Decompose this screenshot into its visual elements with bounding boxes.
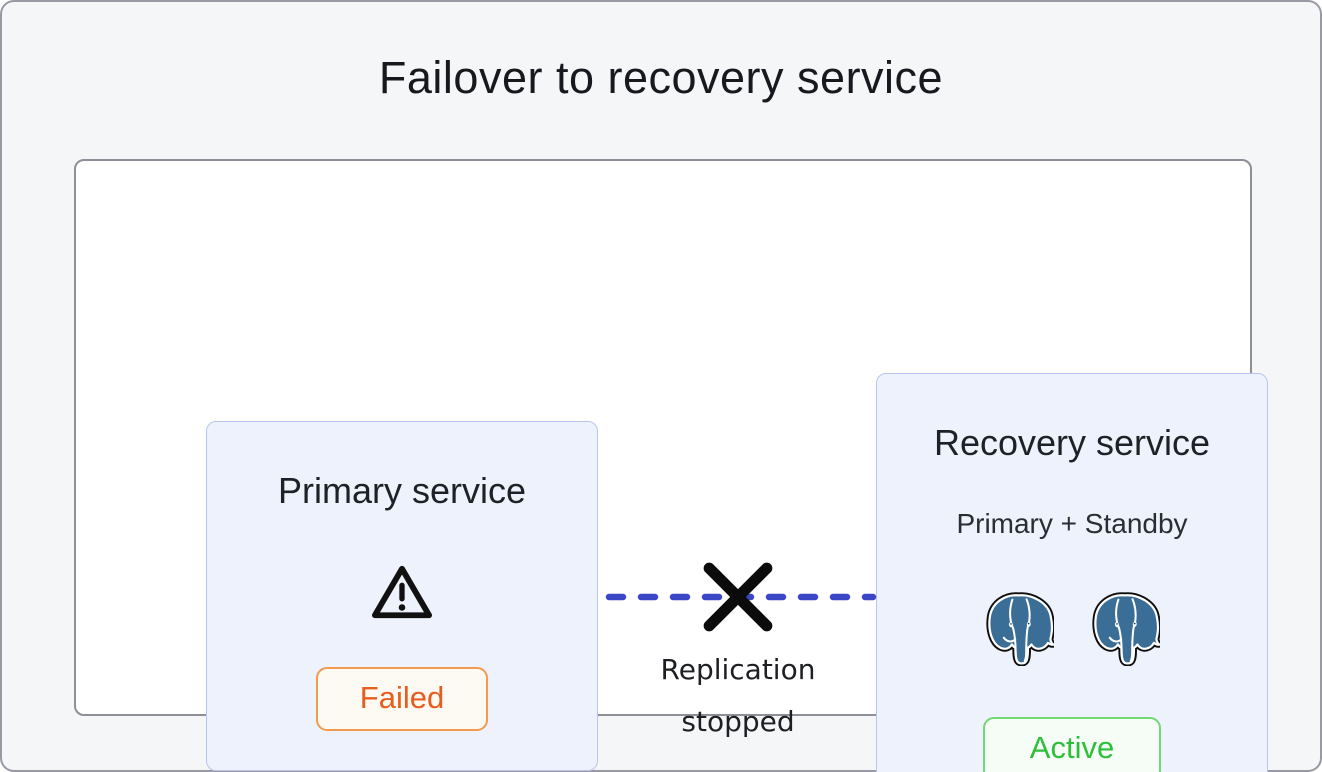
failed-status-badge: Failed	[316, 667, 488, 731]
postgres-instances	[877, 592, 1267, 666]
recovery-service-subtitle: Primary + Standby	[956, 508, 1188, 539]
postgres-elephant-icon	[1090, 592, 1160, 666]
page-title: Failover to recovery service	[378, 52, 944, 103]
primary-service-box: Primary service Failed	[206, 421, 598, 771]
active-status-badge: Active	[983, 717, 1161, 772]
replication-label: Replication stopped	[660, 653, 816, 738]
recovery-service-title: Recovery service	[933, 422, 1211, 463]
postgres-elephant-icon	[986, 592, 1054, 666]
recovery-service-box: Recovery service Primary + Standby	[876, 373, 1268, 772]
broken-cross-icon	[703, 562, 773, 632]
diagram-container: Primary service Failed Recovery service …	[74, 159, 1268, 772]
primary-service-title: Primary service	[277, 470, 527, 511]
warning-triangle-icon	[372, 565, 432, 619]
